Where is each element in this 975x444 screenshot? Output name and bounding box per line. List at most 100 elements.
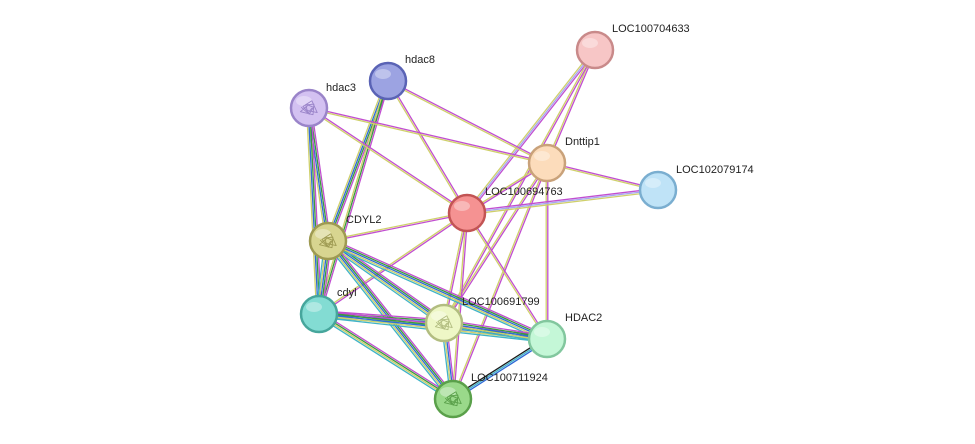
edge-evidence-line <box>317 314 454 401</box>
node-label: LOC100704633 <box>612 23 690 35</box>
edge-evidence-line <box>307 107 319 315</box>
node-circle <box>424 303 464 343</box>
protein-structure-icon <box>318 233 337 249</box>
edge-evidence-line <box>305 107 318 315</box>
node-LOC100711924[interactable]: LOC100711924 <box>433 372 548 419</box>
edge-hdac8-cdyl[interactable] <box>316 79 391 316</box>
node-circle <box>433 379 473 419</box>
edge-LOC100694763-cdyl[interactable] <box>317 211 469 316</box>
edge-evidence-line <box>308 106 469 213</box>
nodes-layer: LOC100704633 hdac8 hdac3Dnttip1LOC10207917… <box>289 23 754 419</box>
node-CDYL2[interactable]: CDYL2 <box>308 214 381 261</box>
edge-evidence-line <box>547 49 597 164</box>
edge-evidence-line <box>466 187 659 213</box>
edge-evidence-line <box>318 316 445 327</box>
edge-evidence-line <box>308 108 548 165</box>
node-LOC102079174[interactable]: LOC102079174 <box>638 164 754 210</box>
node-label: LOC102079174 <box>676 164 754 176</box>
node-circle <box>368 61 408 101</box>
node-LOC100694763[interactable]: LOC100694763 <box>447 186 563 233</box>
edge-evidence-line <box>318 312 455 399</box>
edge-LOC100694763-LOC100711924[interactable] <box>451 212 469 400</box>
edge-evidence-line <box>327 240 445 324</box>
edge-cdyl-LOC100711924[interactable] <box>317 311 455 402</box>
edge-hdac8-Dnttip1[interactable] <box>386 79 549 165</box>
edge-LOC100704633-LOC100691799[interactable] <box>442 48 597 325</box>
edge-evidence-line <box>318 213 469 316</box>
protein-structure-icon <box>443 391 462 407</box>
node-circle <box>299 294 339 334</box>
edge-LOC100694763-CDYL2[interactable] <box>327 211 468 243</box>
node-circle <box>447 193 487 233</box>
node-Dnttip1[interactable]: Dnttip1 <box>527 136 600 183</box>
edge-evidence-line <box>317 211 468 314</box>
edge-evidence-line <box>309 107 321 315</box>
edge-evidence-line <box>466 189 659 214</box>
edge-evidence-line <box>453 212 469 400</box>
node-hdac3[interactable]: hdac3 <box>289 82 356 128</box>
edge-evidence-line <box>451 162 547 400</box>
node-highlight <box>534 151 550 161</box>
node-label: Dnttip1 <box>565 136 600 148</box>
node-highlight <box>582 38 598 48</box>
edge-evidence-line <box>386 80 467 215</box>
edge-evidence-line <box>318 311 445 323</box>
node-label: HDAC2 <box>565 312 602 324</box>
edge-evidence-line <box>318 310 445 321</box>
node-highlight <box>534 327 550 337</box>
edge-evidence-line <box>444 49 597 325</box>
edge-evidence-line <box>387 79 549 163</box>
edge-evidence-line <box>327 211 468 241</box>
node-label: CDYL2 <box>346 214 381 226</box>
edge-Dnttip1-HDAC2[interactable] <box>545 162 549 340</box>
node-circle <box>308 221 348 261</box>
edge-evidence-line <box>453 162 549 400</box>
edge-LOC100694763-LOC102079174[interactable] <box>466 187 659 216</box>
node-hdac8[interactable]: hdac8 <box>368 54 435 101</box>
edge-cdyl-LOC100691799[interactable] <box>318 310 445 327</box>
node-circle <box>638 170 678 210</box>
node-LOC100691799[interactable]: LOC100691799 <box>424 296 540 343</box>
edge-evidence-line <box>388 79 469 214</box>
edge-evidence-line <box>319 311 455 398</box>
edge-CDYL2-HDAC2[interactable] <box>326 237 549 343</box>
edge-evidence-line <box>319 80 391 316</box>
edge-evidence-line <box>386 81 548 165</box>
edge-evidence-line <box>328 237 549 337</box>
node-label: LOC100711924 <box>471 372 548 384</box>
edge-Dnttip1-LOC100711924[interactable] <box>451 162 549 400</box>
edge-evidence-line <box>326 243 547 343</box>
edge-evidence-line <box>326 80 388 242</box>
edge-evidence-line <box>465 48 595 213</box>
node-circle <box>527 143 567 183</box>
node-label: hdac3 <box>326 82 356 94</box>
node-circle <box>575 30 615 70</box>
edge-evidence-line <box>451 212 467 400</box>
edge-evidence-line <box>326 241 547 342</box>
edge-evidence-line <box>308 106 548 163</box>
edge-evidence-line <box>467 50 597 215</box>
edge-LOC100694763-HDAC2[interactable] <box>465 211 549 341</box>
node-label: cdyl <box>337 287 357 299</box>
edge-evidence-line <box>466 49 596 214</box>
edge-hdac3-LOC100694763[interactable] <box>307 106 469 215</box>
edge-evidence-line <box>465 212 547 341</box>
edge-hdac3-Dnttip1[interactable] <box>308 106 548 165</box>
edge-LOC100704633-LOC100694763[interactable] <box>465 48 597 215</box>
node-circle <box>527 319 567 359</box>
edge-evidence-line <box>326 241 444 325</box>
node-cdyl[interactable]: cdyl <box>299 287 357 334</box>
protein-structure-icon <box>299 100 318 116</box>
edge-evidence-line <box>442 48 595 324</box>
edge-evidence-line <box>327 213 468 243</box>
node-highlight <box>454 201 470 211</box>
node-label: LOC100691799 <box>462 296 540 308</box>
node-HDAC2[interactable]: HDAC2 <box>527 312 602 359</box>
node-LOC100704633[interactable]: LOC100704633 <box>575 23 690 70</box>
edge-evidence-line <box>310 107 332 242</box>
node-highlight <box>306 302 322 312</box>
edge-evidence-line <box>307 108 468 215</box>
node-circle <box>289 88 329 128</box>
protein-structure-icon <box>434 315 453 331</box>
edge-hdac8-LOC100694763[interactable] <box>386 79 469 215</box>
